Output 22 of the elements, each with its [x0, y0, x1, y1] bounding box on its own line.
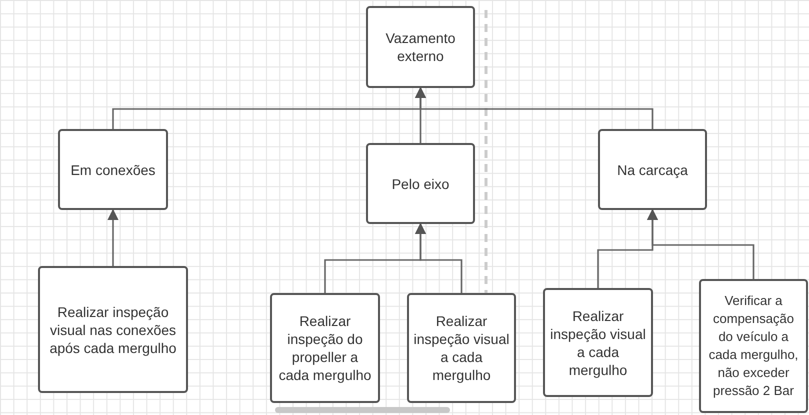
box-text: Realizar inspeção visual a cada mergulho: [413, 312, 510, 384]
process-box: [38, 266, 188, 393]
box-text: Vazamento externo: [384, 29, 456, 65]
box-text: Realizar inspeção visual nas conexões após cada mergulho: [48, 302, 178, 356]
arrow: [646, 208, 754, 279]
arrow: [414, 222, 462, 293]
box-text: Realizar inspeção visual a cada mergulho: [549, 306, 647, 378]
box-text: Pelo eixo: [392, 174, 450, 192]
box-text: Na carcaça: [617, 160, 688, 178]
arrow: [414, 86, 654, 129]
process-box: [58, 129, 168, 210]
process-box: [270, 293, 380, 403]
process-box: [366, 6, 475, 88]
process-box: [543, 288, 653, 397]
process-box: [598, 129, 707, 210]
box-text: Verificar a compensação do veículo a cada mergulho, não exceder pressão 2 Bar: [708, 292, 800, 400]
process-box: [407, 293, 516, 403]
process-box: [699, 279, 808, 413]
box-text: Realizar inspeção do propeller a cada mergulho: [278, 312, 372, 384]
process-box: [366, 143, 475, 224]
box-text: Em conexões: [70, 160, 156, 178]
arrow: [107, 208, 119, 266]
